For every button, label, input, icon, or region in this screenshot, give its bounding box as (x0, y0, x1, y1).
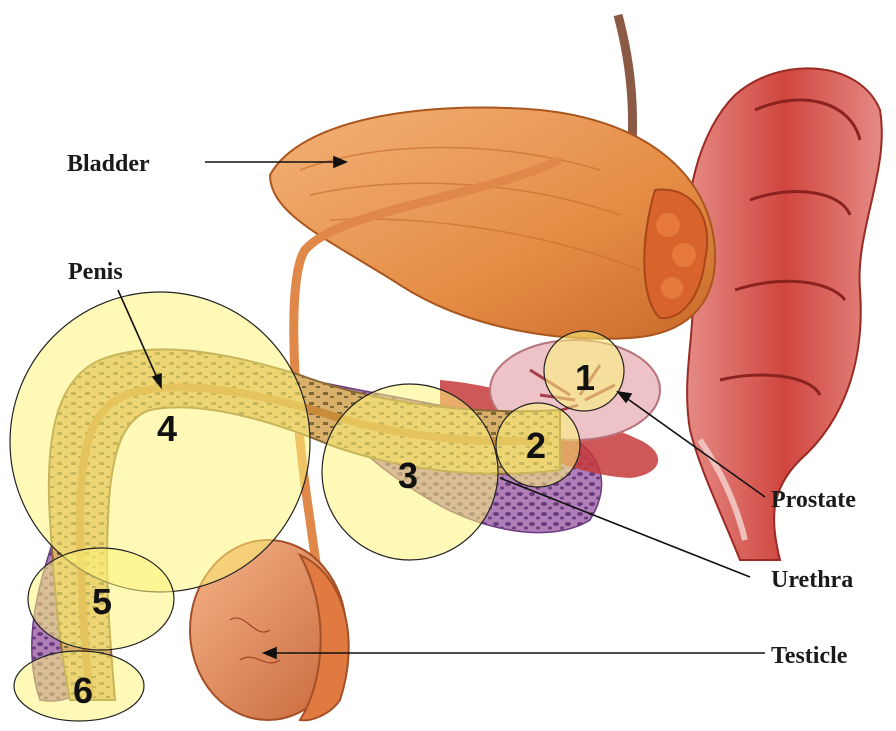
prostate-label: Prostate (771, 487, 856, 513)
region-5-highlight: 5 (28, 548, 174, 650)
region-3-number: 3 (398, 455, 418, 496)
region-1-highlight: 1 (544, 331, 624, 411)
penis-label: Penis (68, 259, 123, 285)
region-6-number: 6 (73, 670, 93, 711)
region-6-highlight: 6 (14, 651, 144, 721)
region-4-highlight: 4 (10, 292, 310, 592)
urethra-label: Urethra (771, 567, 853, 593)
region-4-number: 4 (157, 408, 177, 449)
region-5-number: 5 (92, 581, 112, 622)
region-3-highlight: 3 (322, 384, 498, 560)
region-2-number: 2 (526, 425, 546, 466)
region-1-number: 1 (575, 357, 595, 398)
region-2-highlight: 2 (496, 403, 580, 487)
bladder-illustration (270, 108, 715, 339)
bladder-label: Bladder (67, 151, 150, 177)
testicle-label: Testicle (771, 643, 848, 669)
